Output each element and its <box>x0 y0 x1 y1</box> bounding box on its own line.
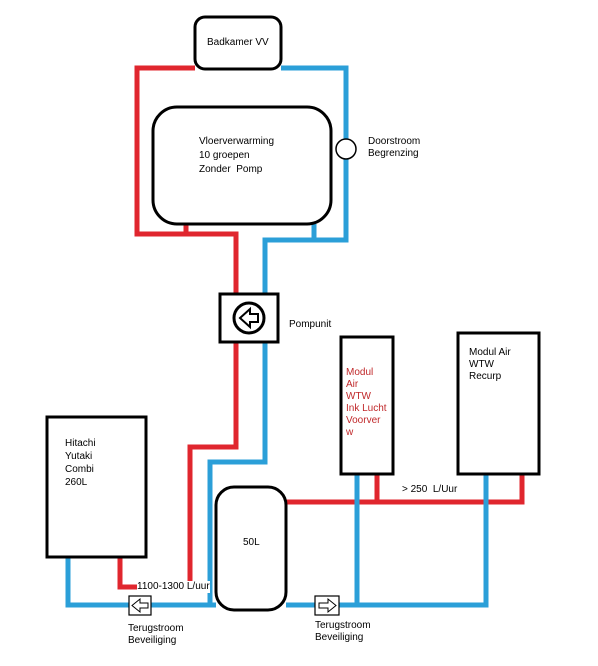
modul-air-1-label: Modul Air WTW Ink Lucht Voorver w <box>346 367 387 438</box>
check-valve-left-label: Terugstroom Beveiliging <box>128 623 184 646</box>
modul-air-1-box <box>339 335 395 476</box>
heat-pump-box <box>45 415 148 559</box>
bathroom-box <box>193 15 283 71</box>
buffer-tank-box <box>214 485 288 612</box>
bathroom-label: Badkamer VV <box>207 37 269 48</box>
floor-heating-box <box>151 105 333 226</box>
pump-arrow-icon <box>232 301 266 335</box>
flow-limit-label: Doorstroom Begrenzing <box>368 136 421 159</box>
hot-pipes <box>117 65 525 590</box>
buffer-label: 50L <box>243 537 260 548</box>
heat-pump-label: Hitachi Yutaki Combi 260L <box>65 438 96 488</box>
cold-pipe-bathroom-loop <box>262 65 349 294</box>
hot-pipe-pump-down <box>117 342 239 590</box>
modul-air-2-box <box>456 331 541 476</box>
circle-outline-icon <box>335 138 357 160</box>
hot-pipe-bathroom-loop <box>134 65 239 294</box>
cold-pipe-pump-down <box>207 342 268 605</box>
components <box>45 15 541 612</box>
floor-heating-label: Vloerverwarming 10 groepen Zonder Pomp <box>199 136 275 175</box>
modul-air-2-label: Modul Air WTW Recurp <box>469 347 511 382</box>
arrow-left-icon <box>128 595 152 616</box>
cold-pipes <box>65 65 489 608</box>
hot-pipe-buffer-modules <box>286 474 525 505</box>
check-valve-right-label: Terugstroom Beveiliging <box>315 620 371 643</box>
cold-pipe-main-return <box>65 557 216 608</box>
flow-main-label: 1100-1300 L/uur <box>137 581 210 593</box>
arrow-right-icon <box>314 595 340 616</box>
flow-250-label: > 250 L/Uur <box>402 484 458 495</box>
cold-pipe-buffer-modules <box>286 474 489 608</box>
pump-unit-label: Pompunit <box>289 319 332 330</box>
